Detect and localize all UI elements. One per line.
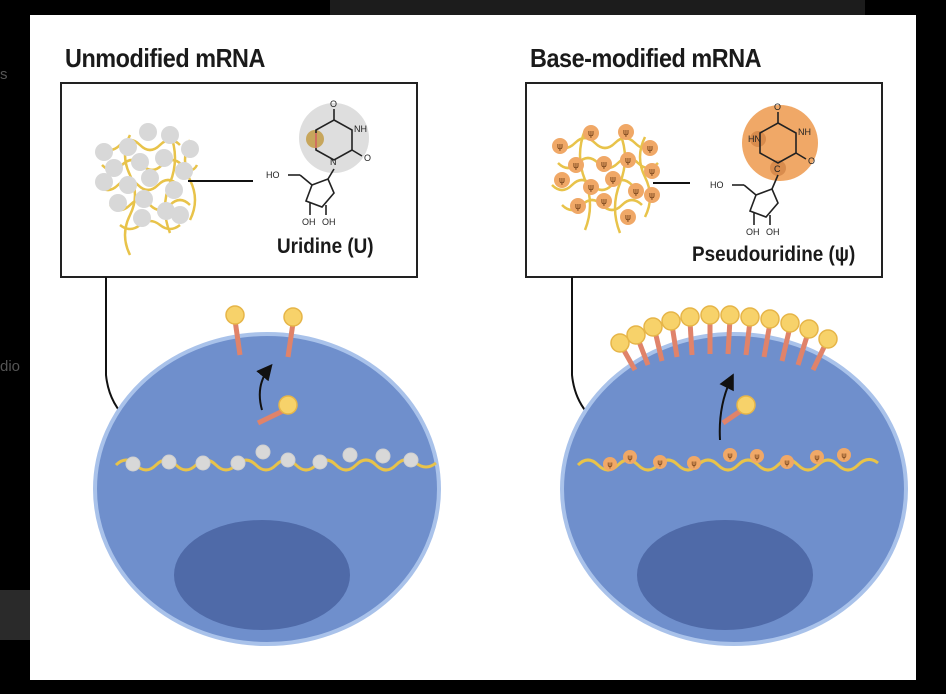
svg-text:ψ: ψ <box>649 167 655 177</box>
svg-text:ψ: ψ <box>610 175 616 185</box>
atom-label: N <box>330 157 337 167</box>
svg-text:ψ: ψ <box>588 183 594 193</box>
uridine-structure: O NH O N HO OH OH <box>266 99 371 227</box>
background-ghost-text: s <box>0 66 8 83</box>
svg-text:ψ: ψ <box>649 191 655 201</box>
svg-text:ψ: ψ <box>607 460 612 469</box>
panel-title-modified: Base-modified mRNA <box>530 43 762 73</box>
svg-text:ψ: ψ <box>601 197 607 207</box>
svg-text:ψ: ψ <box>633 187 639 197</box>
atom-label: HO <box>266 170 280 180</box>
svg-text:ψ: ψ <box>625 213 631 223</box>
pseudouridine-label: Pseudouridine (ψ) <box>692 243 856 266</box>
panel-title-unmodified: Unmodified mRNA <box>65 43 265 73</box>
atom-label: OH <box>766 227 780 237</box>
background-panel <box>0 590 30 640</box>
svg-text:ψ: ψ <box>647 144 653 154</box>
cell-unmodified <box>93 305 441 646</box>
svg-text:ψ: ψ <box>784 458 789 467</box>
svg-text:ψ: ψ <box>625 156 631 166</box>
atom-label: OH <box>322 217 336 227</box>
svg-text:ψ: ψ <box>814 453 819 462</box>
atom-label: O <box>330 99 337 109</box>
atom-label: C <box>774 164 781 174</box>
svg-text:ψ: ψ <box>575 202 581 212</box>
pseudouridine-structure: O NH O HN C HO OH OH <box>710 102 818 237</box>
atom-label: NH <box>354 124 367 134</box>
unmodified-mrna-cluster <box>95 123 199 256</box>
atom-label: O <box>808 156 815 166</box>
svg-text:ψ: ψ <box>754 452 759 461</box>
uridine-label: Uridine (U) <box>277 235 374 258</box>
atom-label: HN <box>748 134 761 144</box>
psi-mrna-cluster: ψ ψ ψ ψ ψ ψ ψ ψ ψ ψ ψ ψ ψ ψ ψ ψ <box>551 124 660 234</box>
atom-label: HO <box>710 180 724 190</box>
atom-label: OH <box>746 227 760 237</box>
svg-text:ψ: ψ <box>627 453 632 462</box>
svg-text:ψ: ψ <box>657 458 662 467</box>
diagram-canvas: O NH O N HO OH OH <box>30 15 916 680</box>
svg-text:ψ: ψ <box>601 160 607 170</box>
svg-text:ψ: ψ <box>691 459 696 468</box>
atom-label: O <box>364 153 371 163</box>
background-ghost-text: dio <box>0 358 21 375</box>
atom-label: NH <box>798 127 811 137</box>
svg-text:ψ: ψ <box>557 142 563 152</box>
atom-label: O <box>774 102 781 112</box>
svg-text:ψ: ψ <box>573 161 579 171</box>
svg-text:ψ: ψ <box>841 451 846 460</box>
diagram-svg: O NH O N HO OH OH <box>60 82 908 646</box>
atom-label: OH <box>302 217 316 227</box>
svg-text:ψ: ψ <box>623 128 629 138</box>
svg-text:ψ: ψ <box>588 129 594 139</box>
cell-modified: ψ ψ ψ ψ ψ ψ ψ ψ ψ <box>560 305 908 646</box>
background-window-bar <box>330 0 865 15</box>
svg-text:ψ: ψ <box>727 451 732 460</box>
svg-text:ψ: ψ <box>559 176 565 186</box>
